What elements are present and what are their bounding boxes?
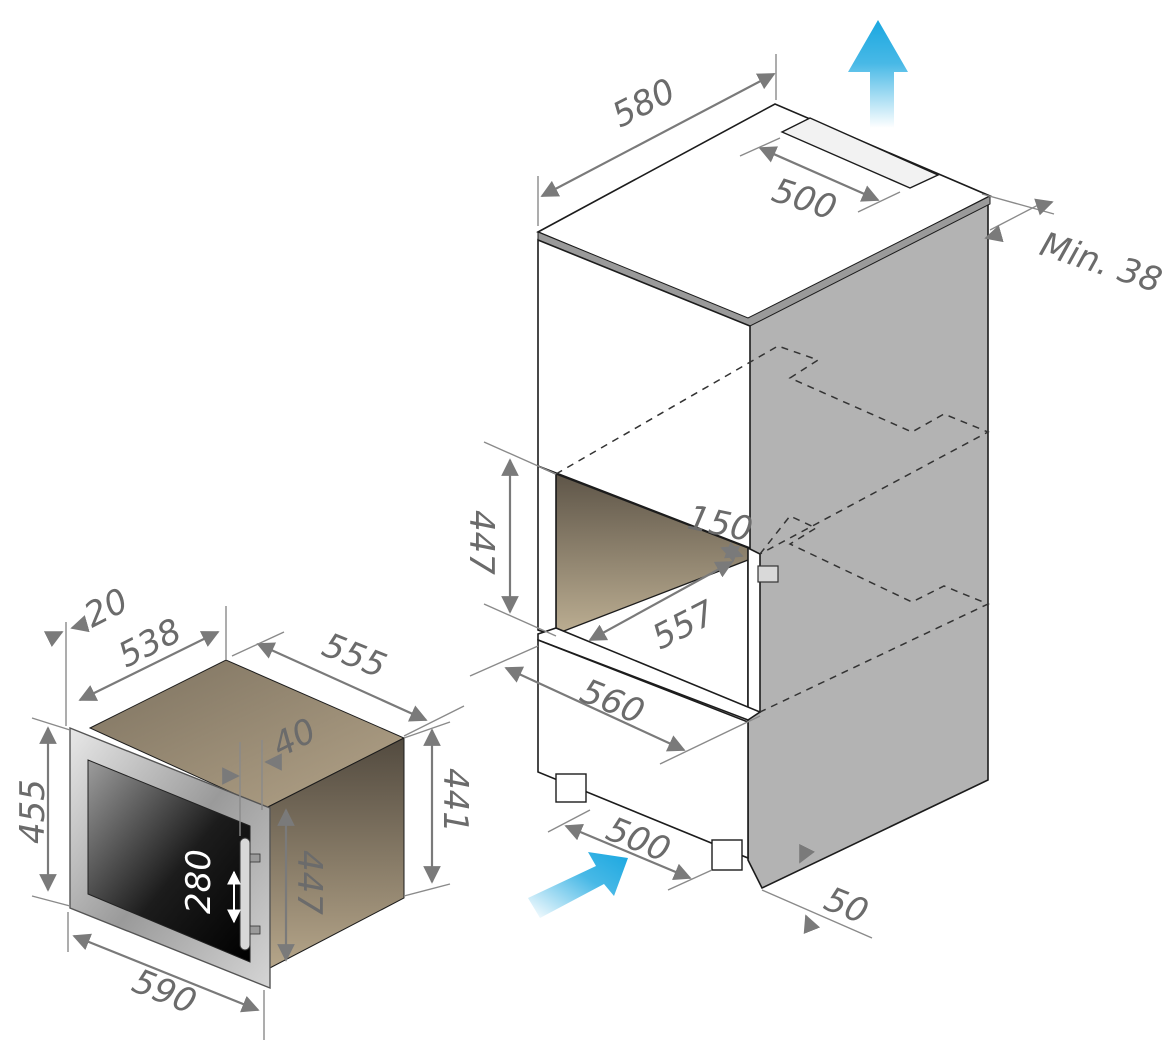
dim-447-niche: 447 bbox=[461, 510, 501, 575]
dim-441: 441 bbox=[435, 768, 475, 833]
dim-590: 590 bbox=[127, 961, 202, 1022]
dim-555: 555 bbox=[317, 625, 392, 686]
air-outlet-arrow-icon bbox=[848, 20, 908, 128]
air-inlet-arrow-icon bbox=[528, 852, 628, 918]
dim-50: 50 bbox=[819, 879, 874, 932]
cabinet bbox=[536, 103, 992, 890]
cabinet-foot-right bbox=[711, 839, 743, 871]
hidden-line-lower bbox=[759, 515, 990, 713]
dim-20: 20 bbox=[78, 581, 135, 636]
door-handle-icon bbox=[239, 837, 251, 951]
dim-447-appliance: 447 bbox=[289, 850, 329, 915]
cabinet-niche-left-post bbox=[537, 464, 557, 638]
appliance bbox=[69, 659, 406, 990]
mounting-bracket-icon bbox=[757, 565, 779, 583]
cabinet-upper-front bbox=[537, 238, 751, 550]
dim-min-38: Min. 38 bbox=[1035, 225, 1166, 302]
dim-280: 280 bbox=[179, 849, 219, 914]
dim-580: 580 bbox=[606, 71, 682, 136]
cabinet-foot-left bbox=[555, 773, 587, 803]
hidden-line-upper bbox=[555, 345, 990, 555]
dim-455: 455 bbox=[13, 779, 53, 844]
